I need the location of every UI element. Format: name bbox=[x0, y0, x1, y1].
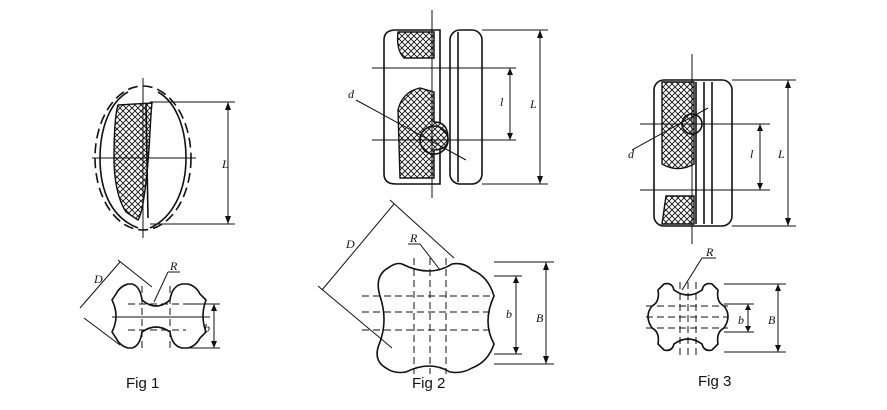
fig1-elevation-view: L bbox=[92, 78, 235, 238]
fig2-elevation-view: d l L bbox=[348, 10, 548, 198]
fig1-label-R: R bbox=[169, 259, 178, 273]
fig2-plan-view: D R b B bbox=[317, 199, 554, 374]
fig2-leader-R bbox=[419, 243, 441, 271]
fig1-label-b: b bbox=[204, 321, 210, 335]
fig1-dim-D bbox=[79, 261, 121, 309]
fig3-label-l: l bbox=[750, 147, 754, 161]
fig1: L D R b Fig 1 bbox=[79, 78, 235, 392]
fig2-label-b: b bbox=[506, 307, 512, 321]
fig2-label-D: D bbox=[345, 237, 355, 251]
fig3-dim-b-arrows bbox=[745, 304, 751, 332]
fig1-bore-line bbox=[145, 102, 149, 219]
fig1-leader-R bbox=[153, 271, 169, 303]
fig3-dim-B-arrows bbox=[775, 284, 781, 352]
fig1-dim-D-ext1 bbox=[83, 317, 121, 346]
fig3-leader-R bbox=[681, 257, 703, 291]
fig2-label-d: d bbox=[348, 87, 355, 101]
fig3-main-hatch bbox=[661, 81, 695, 170]
fig3-label-R: R bbox=[705, 245, 714, 259]
fig3-bottom-hatch bbox=[661, 195, 695, 225]
fig3-dim-l-arrows bbox=[757, 124, 763, 190]
fig2-caption: Fig 2 bbox=[412, 375, 445, 392]
fig3-label-d: d bbox=[628, 147, 635, 161]
fig3-label-b: b bbox=[738, 313, 744, 327]
fig3-caption: Fig 3 bbox=[698, 373, 731, 390]
fig3-label-B: B bbox=[768, 313, 776, 327]
fig3-block bbox=[653, 79, 733, 227]
fig2-label-R: R bbox=[409, 231, 418, 245]
fig3-leader-d bbox=[631, 107, 709, 151]
fig2-label-l: l bbox=[500, 95, 504, 109]
fig1-plan-outline bbox=[111, 283, 207, 349]
fig3-elevation-view: d l L bbox=[628, 54, 796, 244]
fig2-left-block bbox=[383, 29, 441, 185]
fig3: d l L R bbox=[628, 54, 796, 390]
fig2-dim-D-ext1 bbox=[317, 285, 393, 349]
fig1-plan-view: D R b bbox=[79, 259, 220, 349]
fig3-label-L: L bbox=[777, 147, 785, 161]
fig2-dim-D-ext2 bbox=[389, 199, 455, 259]
fig1-label-L: L bbox=[221, 157, 229, 171]
fig2: d l L D bbox=[317, 10, 554, 392]
fig1-dim-D-ext2 bbox=[117, 259, 153, 288]
fig2-right-block bbox=[449, 29, 483, 185]
fig2-label-L: L bbox=[529, 97, 537, 111]
fig1-label-D: D bbox=[93, 272, 103, 286]
fig2-top-hatch bbox=[396, 31, 435, 59]
fig2-leader-d bbox=[355, 99, 467, 161]
fig1-caption: Fig 1 bbox=[126, 375, 159, 392]
fig2-label-B: B bbox=[536, 311, 544, 325]
fig2-dim-D bbox=[321, 203, 395, 291]
fig2-plan-outline bbox=[376, 262, 495, 374]
fig3-plan-view: R b B bbox=[646, 245, 786, 356]
fig2-main-hatch bbox=[397, 87, 449, 179]
